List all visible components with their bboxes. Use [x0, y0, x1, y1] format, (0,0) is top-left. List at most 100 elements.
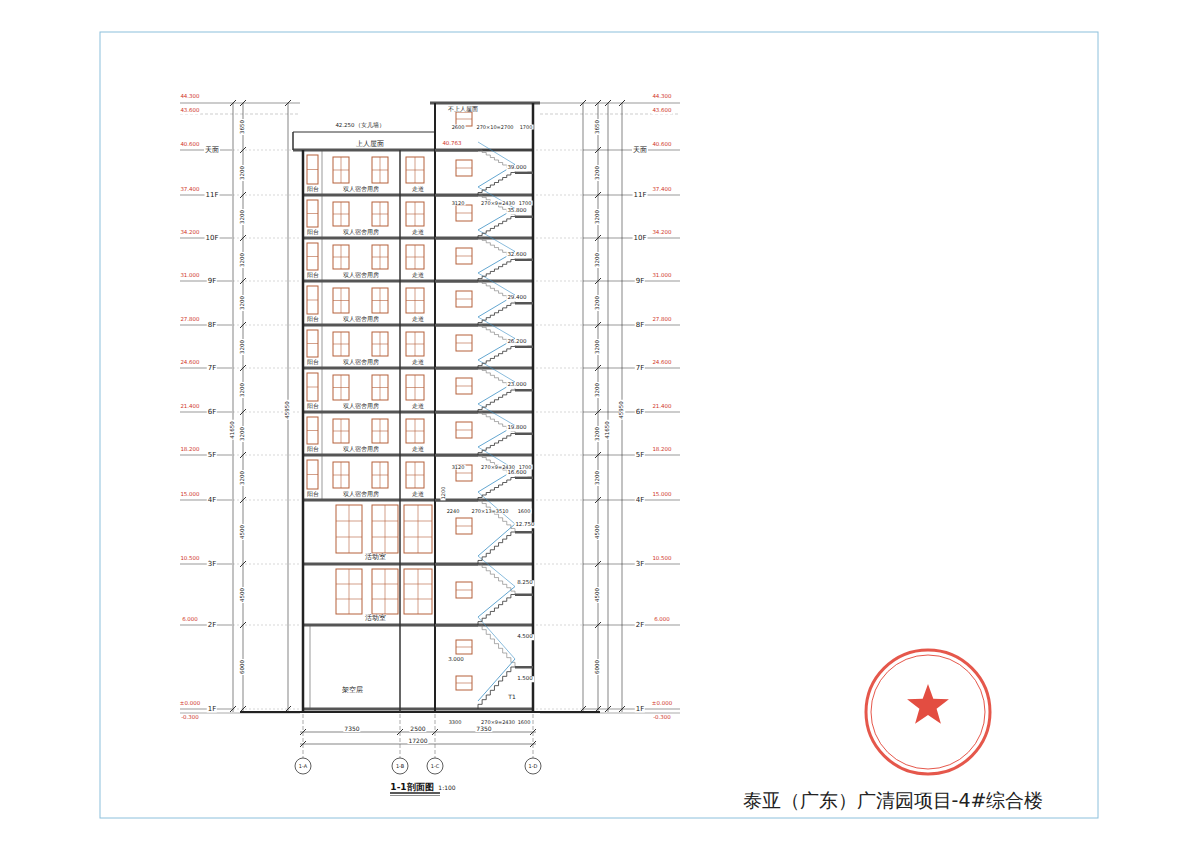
drawing-label: 双人宿舍用房 — [342, 272, 380, 278]
window-transom — [406, 431, 424, 432]
dimension-tick — [605, 100, 611, 106]
window-transom — [456, 683, 472, 684]
window-frame — [404, 505, 432, 553]
drawing-label: 4F — [635, 497, 645, 504]
drawing-label: 10.500 — [179, 556, 200, 562]
stair-flight — [478, 260, 515, 282]
axis-bubble — [525, 758, 541, 774]
drawing-label: 21.400 — [179, 404, 200, 410]
window-transom — [336, 599, 362, 600]
stair-landing — [435, 280, 478, 283]
dimension-tick — [240, 192, 246, 198]
drawing-label: 3200 — [240, 470, 246, 486]
floor-slab — [303, 624, 533, 627]
official-seal — [871, 655, 985, 769]
axis-line — [400, 714, 401, 758]
drawing-label: 270×9=2430 — [480, 465, 516, 470]
dimension-tick — [240, 622, 246, 628]
stair-flight — [478, 532, 515, 564]
drawing-label: 5F — [207, 452, 217, 459]
axis-line — [303, 714, 304, 758]
window-frame — [307, 155, 318, 184]
window-frame — [333, 332, 349, 356]
level-extension — [536, 412, 583, 413]
drawing-label: 双人宿舍用房 — [342, 491, 380, 497]
window-transom — [372, 300, 388, 301]
dimension-line — [608, 103, 609, 712]
floor-slab — [303, 367, 533, 370]
drawing-label: 双人宿舍用房 — [342, 316, 380, 322]
drawing-label: 43.600 — [651, 108, 672, 114]
window-frame — [307, 243, 318, 270]
stair-landing — [515, 666, 533, 669]
stair-landing — [435, 563, 478, 566]
drawing-label: 41650 — [230, 420, 236, 440]
stair-railing — [478, 142, 515, 165]
drawing-label: 31.000 — [179, 273, 200, 279]
level-extension — [536, 455, 583, 456]
dimension-tick — [230, 706, 236, 712]
drawing-label: 23.000 — [506, 382, 527, 388]
window-transom — [372, 475, 388, 476]
drawing-label: 8F — [635, 322, 645, 329]
window-frame — [456, 160, 472, 176]
seal-star — [907, 684, 949, 724]
drawing-label: ±0.000 — [651, 701, 673, 707]
drawing-label: 阳台 — [306, 359, 320, 365]
drawing-label: 10.500 — [651, 556, 672, 562]
dimension-tick — [619, 100, 625, 106]
window-transom — [406, 387, 424, 388]
drawing-label: 3200 — [595, 252, 601, 268]
drawing-label: 3200 — [595, 426, 601, 442]
dimension-tick — [240, 409, 246, 415]
window-frame — [406, 462, 424, 488]
level-extension — [536, 195, 583, 196]
drawing-label: 40.763 — [441, 141, 462, 147]
axis-line — [435, 714, 436, 758]
window-transom — [307, 387, 318, 388]
window-transom — [406, 344, 424, 345]
window-frame — [372, 245, 388, 269]
parapet-wall — [292, 132, 294, 150]
window-frame — [372, 569, 398, 614]
floor-slab — [303, 499, 533, 502]
dimension-tick — [240, 561, 246, 567]
drawing-label: 1:100 — [437, 785, 456, 791]
drawing-label: 3120 — [451, 201, 466, 206]
level-line — [180, 103, 300, 104]
drawing-label: 24.600 — [179, 360, 200, 366]
drawing-label: 44.300 — [179, 94, 200, 100]
drawing-label: 35.800 — [506, 208, 527, 214]
drawing-label: 34.200 — [651, 230, 672, 236]
drawing-label: 31.000 — [651, 273, 672, 279]
window-transom — [307, 256, 318, 257]
window-transom — [307, 169, 318, 170]
window-frame — [336, 505, 362, 553]
window-transom — [372, 431, 388, 432]
drawing-label: 2F — [207, 622, 217, 629]
stair-landing — [515, 302, 533, 305]
drawing-label: 37.400 — [179, 187, 200, 193]
drawing-label: 45950 — [619, 400, 625, 420]
level-extension — [536, 625, 583, 626]
dimension-tick — [240, 497, 246, 503]
drawing-label: 走道 — [411, 359, 425, 365]
drawing-label: 阳台 — [306, 229, 320, 235]
floor-slab — [303, 563, 533, 566]
window-mullion — [385, 569, 386, 614]
drawing-label: 40.600 — [651, 142, 672, 148]
drawing-label: 走道 — [411, 229, 425, 235]
level-extension — [536, 150, 583, 151]
dimension-tick — [595, 147, 601, 153]
stair-flight — [478, 564, 515, 595]
drawing-label: 3.000 — [447, 657, 465, 663]
dimension-line — [233, 103, 234, 712]
drawing-label: 18.200 — [651, 447, 672, 453]
drawing-label: 1F — [207, 706, 217, 713]
window-frame — [456, 291, 472, 307]
drawing-label: 3650 — [595, 119, 601, 135]
stair-landing — [435, 237, 478, 240]
window-transom — [404, 537, 432, 538]
drawing-label: 6.000 — [653, 617, 671, 623]
drawing-label: 40.600 — [179, 142, 200, 148]
